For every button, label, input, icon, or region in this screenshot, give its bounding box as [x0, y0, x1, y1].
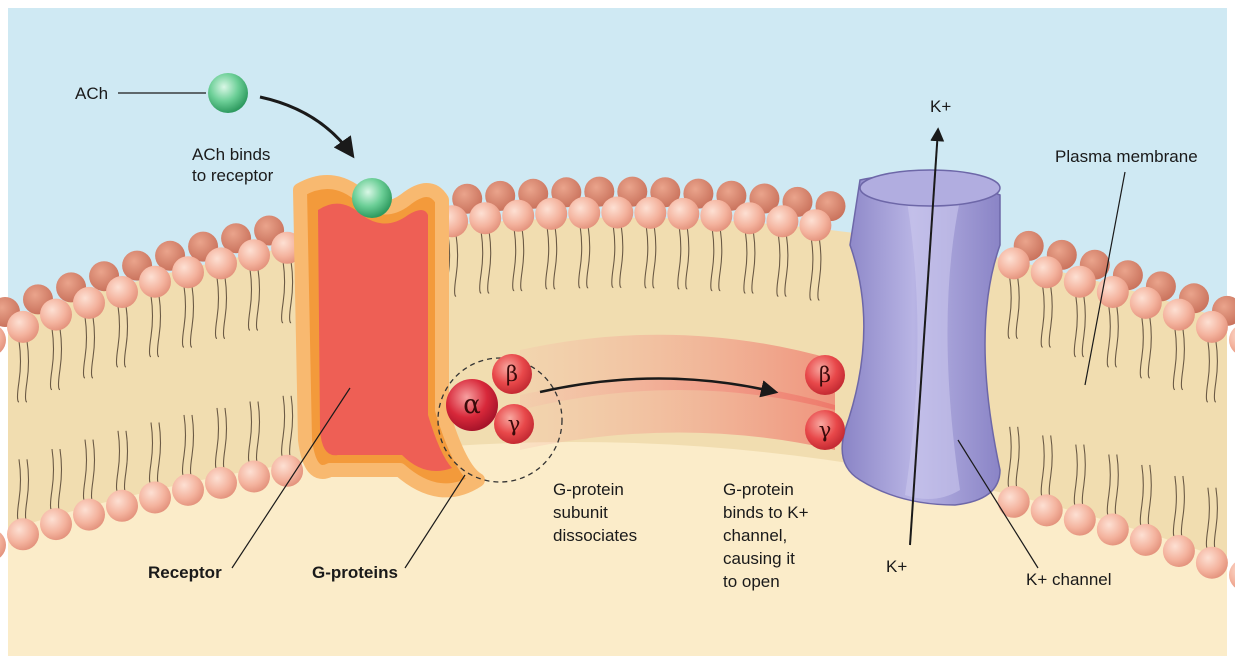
phospholipid-head	[1064, 504, 1096, 536]
beta-symbol: β	[506, 362, 518, 386]
phospholipid-head	[1229, 324, 1235, 356]
binds-channel-line-1: G-protein	[723, 480, 794, 499]
binds-channel-line-3: channel,	[723, 526, 787, 545]
phospholipid-head	[139, 266, 171, 298]
phospholipid-head	[1229, 559, 1235, 591]
phospholipid-head	[1130, 287, 1162, 319]
phospholipid-head	[1163, 299, 1195, 331]
phospholipid-head	[535, 198, 567, 230]
phospholipid-head	[7, 311, 39, 343]
phospholipid-head	[998, 486, 1030, 518]
plasma-membrane-label: Plasma membrane	[1055, 147, 1198, 166]
phospholipid-head	[469, 202, 501, 234]
bound-ach-icon	[352, 178, 392, 218]
phospholipid-head	[139, 482, 171, 514]
phospholipid-head	[0, 529, 6, 561]
phospholipid-head	[40, 508, 72, 540]
ach-icon	[208, 73, 248, 113]
phospholipid-head	[502, 200, 534, 232]
phospholipid-head	[1031, 256, 1063, 288]
phospholipid-head	[568, 197, 600, 229]
gamma-symbol-bound: γ	[819, 418, 832, 442]
phospholipid-head	[205, 467, 237, 499]
phospholipid-head	[106, 276, 138, 308]
phospholipid-head	[634, 197, 666, 229]
ach-binds-line-2: to receptor	[192, 166, 274, 185]
beta-symbol-bound: β	[819, 363, 831, 387]
phospholipid-head	[1196, 547, 1228, 579]
phospholipid-head	[1031, 494, 1063, 526]
binds-channel-line-2: binds to K+	[723, 503, 809, 522]
phospholipid-head	[1196, 311, 1228, 343]
phospholipid-head	[271, 455, 303, 487]
k-channel	[842, 170, 1000, 505]
phospholipid-head	[1097, 514, 1129, 546]
phospholipid-head	[1064, 266, 1096, 298]
phospholipid-head	[73, 287, 105, 319]
phospholipid-head	[238, 461, 270, 493]
ach-binds-line-1: ACh binds	[192, 145, 270, 164]
phospholipid-head	[601, 197, 633, 229]
dissociates-line-3: dissociates	[553, 526, 637, 545]
phospholipid-head	[998, 247, 1030, 279]
phospholipid-head	[106, 490, 138, 522]
receptor-label: Receptor	[148, 563, 222, 582]
phospholipid-head	[1163, 535, 1195, 567]
phospholipid-head	[205, 247, 237, 279]
k-channel-label: K+ channel	[1026, 570, 1112, 589]
phospholipid-head	[733, 202, 765, 234]
phospholipid-head	[172, 474, 204, 506]
phospholipid-head	[73, 499, 105, 531]
phospholipid-head	[0, 324, 6, 356]
k-bottom-label: K+	[886, 557, 907, 576]
phospholipid-head	[1097, 276, 1129, 308]
phospholipid-head	[7, 518, 39, 550]
phospholipid-head	[766, 205, 798, 237]
phospholipid-head	[667, 198, 699, 230]
binds-channel-line-4: causing it	[723, 549, 795, 568]
g-proteins-label: G-proteins	[312, 563, 398, 582]
gamma-symbol: γ	[508, 412, 521, 436]
k-top-label: K+	[930, 97, 951, 116]
phospholipid-head	[1130, 524, 1162, 556]
phospholipid-head	[40, 299, 72, 331]
dissociates-line-2: subunit	[553, 503, 608, 522]
ach-label: ACh	[75, 84, 108, 103]
phospholipid-head	[799, 209, 831, 241]
binds-channel-line-5: to open	[723, 572, 780, 591]
phospholipid-head	[172, 256, 204, 288]
alpha-symbol: α	[463, 390, 481, 420]
dissociates-line-1: G-protein	[553, 480, 624, 499]
phospholipid-head	[238, 239, 270, 271]
phospholipid-head	[700, 200, 732, 232]
